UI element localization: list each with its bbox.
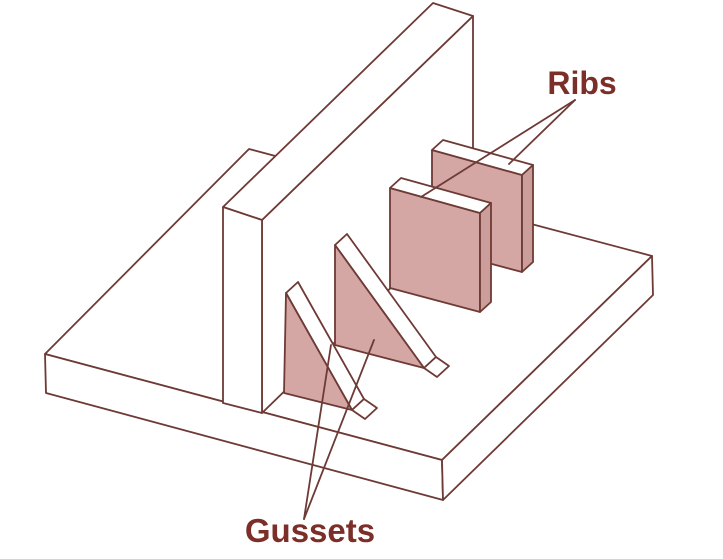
gussets-leader-to-right-gusset <box>303 339 375 520</box>
gusset-2-face <box>334 244 425 369</box>
rib-1-side-face <box>479 202 492 313</box>
gussets-label: Gussets <box>245 512 375 549</box>
leader-lines-layer <box>303 99 576 520</box>
wall-left-end-face <box>222 206 263 414</box>
rib-2-side-face <box>521 164 534 273</box>
gusset-1-corner-cap <box>351 398 378 420</box>
ribs-leader-to-back-rib <box>508 99 576 165</box>
gussets-leader-to-left-gusset <box>303 344 332 520</box>
ribs-leader-to-front-rib <box>420 99 576 198</box>
base-front-right-face <box>441 255 654 501</box>
ribs-label: Ribs <box>547 65 616 101</box>
gusset-2-corner-cap <box>423 356 450 378</box>
bracket-parts-layer <box>44 2 654 501</box>
gusset-1-face <box>283 292 353 411</box>
